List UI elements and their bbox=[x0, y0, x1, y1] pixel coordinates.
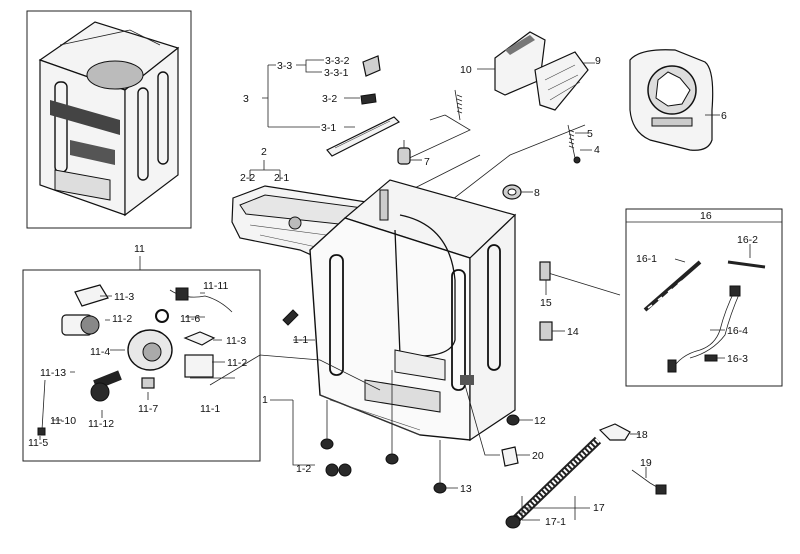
label-16-3: 16-3 bbox=[727, 353, 748, 365]
label-14: 14 bbox=[567, 326, 579, 338]
part-3-2-drawing bbox=[360, 93, 377, 105]
label-3: 3 bbox=[243, 93, 249, 105]
label-8: 8 bbox=[534, 187, 540, 199]
label-3-3-1: 3-3-1 bbox=[324, 67, 349, 79]
label-16: 16 bbox=[700, 210, 712, 222]
label-1: 1 bbox=[262, 394, 268, 406]
label-2-2: 2-2 bbox=[240, 172, 255, 184]
part-6-drawing bbox=[629, 49, 714, 151]
overview-inset bbox=[26, 10, 192, 229]
label-1-2: 1-2 bbox=[296, 463, 311, 475]
part-16-components-drawing bbox=[643, 260, 766, 373]
label-11-4: 11-4 bbox=[90, 346, 110, 358]
label-3-3-2: 3-3-2 bbox=[325, 55, 350, 67]
label-11-5: 11-5 bbox=[28, 437, 48, 449]
spring-parts-drawing bbox=[454, 89, 581, 164]
label-11-12: 11-12 bbox=[88, 418, 114, 430]
label-4: 4 bbox=[594, 144, 600, 156]
part-20-drawing bbox=[501, 446, 519, 467]
overview-inset-frame bbox=[26, 10, 192, 229]
label-17-1: 17-1 bbox=[545, 516, 566, 528]
label-7: 7 bbox=[424, 156, 430, 168]
label-18: 18 bbox=[636, 429, 648, 441]
part-11-components-drawing bbox=[37, 284, 233, 436]
label-11-2a: 11-2 bbox=[112, 313, 132, 325]
label-11-13: 11-13 bbox=[40, 367, 66, 379]
part-11-box bbox=[22, 256, 261, 462]
label-12: 12 bbox=[534, 415, 546, 427]
part-16-frame bbox=[625, 208, 783, 387]
label-2: 2 bbox=[261, 146, 267, 158]
main-cabinet-drawing bbox=[309, 179, 517, 442]
label-19: 19 bbox=[640, 457, 652, 469]
label-2-1: 2-1 bbox=[274, 172, 289, 184]
part-17-hose-drawing bbox=[505, 436, 602, 529]
label-11-1: 11-1 bbox=[200, 403, 220, 415]
part-19-drawing bbox=[631, 469, 667, 495]
label-16-2: 16-2 bbox=[737, 234, 758, 246]
part-7-drawing bbox=[397, 140, 411, 165]
label-11-2b: 11-2 bbox=[227, 357, 247, 369]
part-18-drawing bbox=[598, 423, 631, 441]
part-1-1-drawing bbox=[282, 309, 299, 326]
label-11-10: 11-10 bbox=[50, 415, 76, 427]
label-11: 11 bbox=[134, 243, 145, 255]
label-10: 10 bbox=[460, 64, 472, 76]
label-11-3b: 11-3 bbox=[226, 335, 246, 347]
label-11-6: 11-6 bbox=[180, 313, 200, 325]
part-15-drawing bbox=[539, 261, 621, 296]
label-3-1: 3-1 bbox=[321, 122, 336, 134]
overview-cabinet-drawing bbox=[38, 21, 180, 217]
part-16-box bbox=[625, 208, 783, 387]
part-11-frame bbox=[22, 269, 261, 462]
part-3-3-2-drawing bbox=[362, 55, 381, 77]
label-16-4: 16-4 bbox=[727, 325, 748, 337]
label-11-11: 11-11 bbox=[203, 280, 228, 292]
label-3-3: 3-3 bbox=[277, 60, 292, 72]
label-11-7: 11-7 bbox=[138, 403, 158, 415]
label-13: 13 bbox=[460, 483, 472, 495]
part-3-group bbox=[262, 55, 401, 157]
part-9-drawing bbox=[534, 51, 589, 111]
part-8-drawing bbox=[502, 184, 522, 200]
label-16-1: 16-1 bbox=[636, 253, 657, 265]
part-14-drawing bbox=[539, 321, 553, 341]
label-11-3a: 11-3 bbox=[114, 291, 134, 303]
part-3-1-drawing bbox=[326, 116, 401, 157]
label-20: 20 bbox=[532, 450, 544, 462]
label-9: 9 bbox=[595, 55, 601, 67]
label-5: 5 bbox=[587, 128, 593, 140]
label-15: 15 bbox=[540, 297, 552, 309]
label-6: 6 bbox=[721, 110, 727, 122]
label-3-2: 3-2 bbox=[322, 93, 337, 105]
label-17: 17 bbox=[593, 502, 605, 514]
label-1-1: 1-1 bbox=[293, 334, 308, 346]
